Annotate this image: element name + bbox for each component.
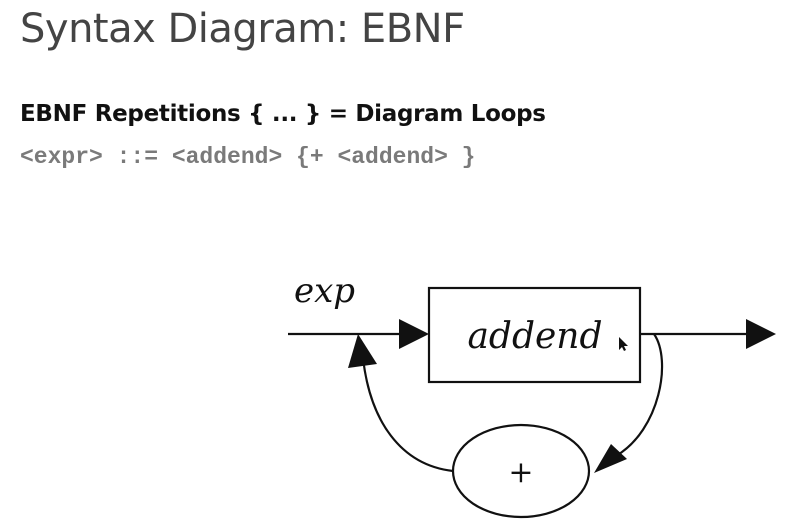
entry-arrowhead xyxy=(399,319,429,349)
mouse-cursor-icon xyxy=(619,337,628,351)
loop-down-arrowhead xyxy=(594,444,627,473)
nonterminal-label: addend xyxy=(467,316,602,357)
loop-down-path xyxy=(615,333,664,457)
loop-back-path xyxy=(361,357,454,473)
nonterminal-box xyxy=(427,286,642,384)
section-heading: EBNF Repetitions { ... } = Diagram Loops xyxy=(20,101,546,127)
page-title: Syntax Diagram: EBNF xyxy=(20,6,465,52)
ebnf-grammar-rule: <expr> ::= <addend> {+ <addend> } xyxy=(20,144,476,170)
exit-arrowhead xyxy=(746,319,776,349)
entry-label: exp xyxy=(294,271,355,311)
loop-back-arrowhead xyxy=(348,334,377,368)
loop-terminal-label: + xyxy=(508,455,533,490)
